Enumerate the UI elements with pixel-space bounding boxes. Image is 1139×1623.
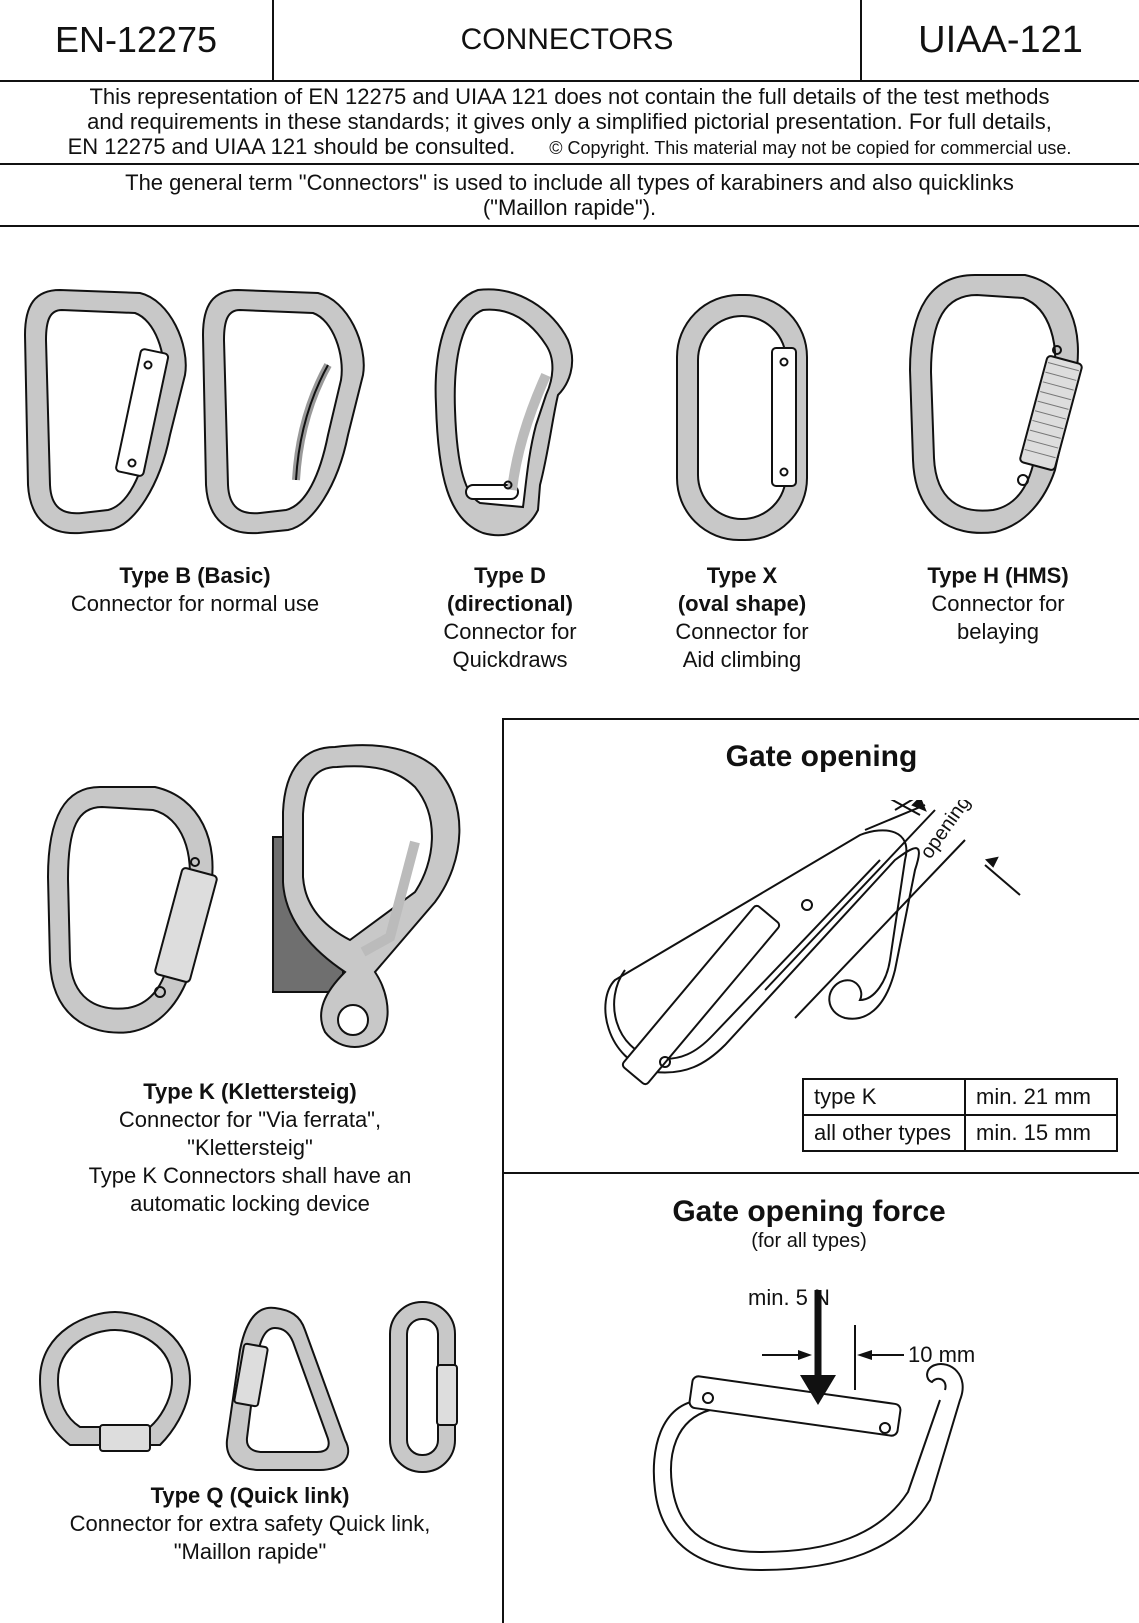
- type-x-label: Type X (oval shape) Connector for Aid cl…: [632, 562, 852, 674]
- gate-force-subtitle: (for all types): [751, 1230, 867, 1252]
- karabiner-b-bent-gate: [201, 288, 365, 535]
- type-x-title-2: (oval shape): [677, 591, 807, 616]
- type-h-desc-2: belaying: [957, 619, 1039, 644]
- type-k-desc-4: automatic locking device: [130, 1191, 370, 1216]
- table-row: all other types min. 15 mm: [802, 1114, 1118, 1152]
- gate-opening-diagram: opening: [604, 800, 1021, 1086]
- karabiner-b-straight-gate: [23, 288, 187, 535]
- gate-force-title: Gate opening force: [672, 1195, 946, 1228]
- type-k-desc-1: Connector for "Via ferrata",: [118, 1107, 382, 1132]
- copyright-note: © Copyright. This material may not be co…: [549, 138, 1072, 158]
- type-k-desc-2: "Klettersteig": [187, 1135, 313, 1160]
- type-x-desc-2: Aid climbing: [682, 647, 802, 672]
- header-divider-2: [860, 0, 862, 80]
- type-d-title-1: Type D: [474, 563, 546, 588]
- general-term-rule: [0, 225, 1139, 227]
- disclaimer-line-3-row: EN 12275 and UIAA 121 should be consulte…: [0, 134, 1139, 161]
- type-k-desc-3: Type K Connectors shall have an: [88, 1163, 412, 1188]
- table-row: type K min. 21 mm: [802, 1078, 1118, 1116]
- disclaimer-rule: [0, 163, 1139, 165]
- gate-opening-title: Gate opening: [725, 740, 918, 773]
- type-k-illustration: [46, 744, 461, 1048]
- disclaimer-line-2: and requirements in these standards; it …: [87, 109, 1052, 134]
- type-b-title: Type B (Basic): [119, 563, 271, 588]
- general-term-note: The general term "Connectors" is used to…: [0, 170, 1139, 220]
- type-h-desc-1: Connector for: [931, 591, 1065, 616]
- header-rule: [0, 80, 1139, 82]
- type-q-title: Type Q (Quick link): [150, 1483, 350, 1508]
- type-q-desc-2: "Maillon rapide": [173, 1539, 327, 1564]
- type-b-desc: Connector for normal use: [70, 591, 320, 616]
- type-d-desc-2: Quickdraws: [452, 647, 568, 672]
- standard-uiaa-code: UIAA-121: [862, 0, 1139, 80]
- type-x-desc-1: Connector for: [675, 619, 809, 644]
- type-x-illustration: [676, 294, 808, 541]
- type-b-label: Type B (Basic) Connector for normal use: [30, 562, 360, 618]
- table-cell-type: all other types: [802, 1114, 966, 1152]
- type-b-illustration: [23, 288, 365, 535]
- type-d-illustration: [434, 288, 574, 537]
- gate-panel-left-rule: [502, 718, 504, 1623]
- general-term-line-1: The general term "Connectors" is used to…: [125, 170, 1014, 195]
- page-title: CONNECTORS: [274, 0, 860, 80]
- type-d-desc-1: Connector for: [443, 619, 577, 644]
- quicklink-delta-shape: [225, 1306, 350, 1471]
- type-x-title-1: Type X: [706, 563, 778, 588]
- table-cell-type: type K: [802, 1078, 966, 1116]
- header-divider-1: [272, 0, 274, 80]
- general-term-line-2: ("Maillon rapide").: [482, 195, 657, 220]
- gate-panel-top-rule: [502, 718, 1139, 720]
- disclaimer: This representation of EN 12275 and UIAA…: [0, 84, 1139, 161]
- type-k-label: Type K (Klettersteig) Connector for "Via…: [40, 1078, 460, 1218]
- standard-en-code: EN-12275: [0, 0, 272, 80]
- karabiner-k-locking: [272, 744, 461, 1048]
- page-title-text: CONNECTORS: [460, 23, 674, 56]
- table-cell-min: min. 15 mm: [964, 1114, 1118, 1152]
- type-q-desc-1: Connector for extra safety Quick link,: [69, 1511, 431, 1536]
- force-label: min. 5 N: [748, 1285, 830, 1310]
- gate-panel-middle-rule: [502, 1172, 1139, 1174]
- quicklink-d-shape: [38, 1310, 192, 1452]
- karabiner-k-hms: [46, 786, 218, 1034]
- gate-force-diagram: [652, 1290, 964, 1572]
- standard-en-text: EN-12275: [54, 19, 218, 60]
- type-d-title-2: (directional): [447, 591, 573, 616]
- quicklink-oval-shape: [389, 1301, 458, 1473]
- type-q-illustration: [38, 1301, 458, 1473]
- type-q-label: Type Q (Quick link) Connector for extra …: [30, 1482, 470, 1566]
- type-k-title: Type K (Klettersteig): [143, 1079, 357, 1104]
- type-h-label: Type H (HMS) Connector for belaying: [878, 562, 1118, 646]
- type-d-label: Type D (directional) Connector for Quick…: [400, 562, 620, 674]
- type-h-title: Type H (HMS): [927, 563, 1069, 588]
- disclaimer-line-3: EN 12275 and UIAA 121 should be consulte…: [67, 134, 516, 159]
- table-cell-min: min. 21 mm: [964, 1078, 1118, 1116]
- type-h-illustration: [908, 274, 1083, 534]
- standard-uiaa-text: UIAA-121: [918, 18, 1083, 61]
- gate-opening-table: type K min. 21 mm all other types min. 1…: [802, 1078, 1118, 1152]
- distance-label: 10 mm: [908, 1342, 976, 1367]
- disclaimer-line-1: This representation of EN 12275 and UIAA…: [89, 84, 1050, 109]
